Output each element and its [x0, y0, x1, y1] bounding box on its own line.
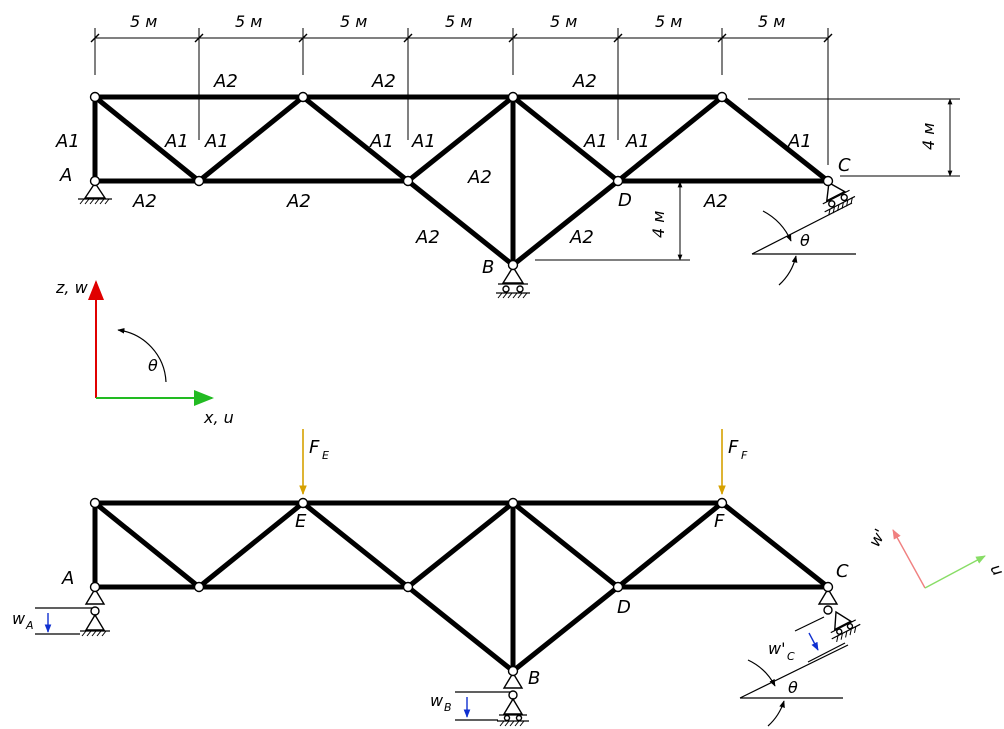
node-a-top: A — [59, 165, 72, 186]
node-c-top: C — [838, 155, 851, 176]
theta-label-bottom: θ — [788, 678, 798, 697]
bottom-truss: F E F F w A — [12, 429, 861, 727]
top-truss: 5 м 5 м 5 м 5 м 5 м 5 м 5 м 4 м 4 м — [55, 12, 960, 299]
coordinate-axes: θ z, w x, u — [55, 278, 234, 427]
label-a1-d6: A1 — [625, 131, 650, 152]
support-b-top — [496, 265, 530, 299]
label-a1-d4: A1 — [411, 131, 436, 152]
label-a1-d7: A1 — [787, 131, 812, 152]
node-b-bottom: B — [528, 668, 540, 689]
dim-label-6: 5 м — [655, 12, 682, 31]
load-fe-letter: F — [309, 437, 320, 458]
joints-top — [89, 91, 834, 271]
node-d-bottom: D — [617, 597, 631, 618]
label-a2-bot-1: A2 — [132, 191, 157, 212]
node-e-bottom: E — [295, 511, 307, 532]
support-b-bottom: w B — [430, 671, 529, 727]
load-fe-sub: E — [322, 449, 329, 462]
members-bottom — [92, 500, 831, 674]
dim-height-mid: 4 м — [649, 211, 668, 238]
x-axis-label: x, u — [203, 408, 234, 427]
node-f-bottom: F — [714, 511, 725, 532]
node-b-top: B — [482, 257, 494, 278]
label-a1-vert: A1 — [55, 131, 80, 152]
theta-label-axes: θ — [148, 356, 158, 375]
wa-letter: w — [12, 609, 26, 628]
section-labels: A2 A2 A2 A1 A1 A1 A1 A1 A1 A1 A1 A2 A2 A… — [55, 71, 812, 248]
label-a2-low-2: A2 — [569, 227, 594, 248]
label-a2-bot-2: A2 — [286, 191, 311, 212]
dimension-labels: 5 м 5 м 5 м 5 м 5 м 5 м 5 м 4 м 4 м — [130, 12, 938, 238]
dim-height-right: 4 м — [919, 123, 938, 150]
label-a2-top-1: A2 — [213, 71, 238, 92]
angle-indicator-top: θ — [751, 202, 856, 286]
dim-label-5: 5 м — [550, 12, 577, 31]
z-axis-label: z, w — [55, 278, 89, 297]
dim-label-1: 5 м — [130, 12, 157, 31]
node-labels-bottom: A B C D E F — [61, 511, 849, 689]
dim-label-4: 5 м — [445, 12, 472, 31]
wc-letter: w' — [768, 639, 785, 658]
members-top — [92, 94, 831, 268]
loads: F E F F — [299, 429, 748, 495]
wa-sub: A — [25, 619, 34, 632]
node-c-bottom: C — [836, 561, 849, 582]
support-c-bottom: w' C θ — [739, 587, 861, 727]
dim-label-2: 5 м — [235, 12, 262, 31]
dim-label-3: 5 м — [340, 12, 367, 31]
dimension-lines — [90, 28, 960, 261]
node-a-bottom: A — [61, 568, 74, 589]
label-a1-d1: A1 — [164, 131, 189, 152]
dim-label-7: 5 м — [758, 12, 785, 31]
load-ff-sub: F — [741, 449, 748, 462]
node-labels-top: A B C D — [59, 155, 851, 278]
local-axes: w' u — [865, 526, 1004, 589]
load-ff-letter: F — [728, 437, 739, 458]
label-a2-top-2: A2 — [371, 71, 396, 92]
support-a-top — [78, 181, 112, 205]
wb-sub: B — [444, 701, 452, 714]
u-label: u — [986, 561, 1004, 579]
label-a1-d5: A1 — [583, 131, 608, 152]
wb-letter: w — [430, 691, 444, 710]
label-a2-bot-3: A2 — [703, 191, 728, 212]
label-a2-top-3: A2 — [572, 71, 597, 92]
w-prime-label: w' — [865, 526, 890, 550]
theta-label-top: θ — [800, 231, 810, 250]
label-a2-vert: A2 — [467, 167, 492, 188]
node-d-top: D — [618, 190, 632, 211]
label-a2-low-1: A2 — [415, 227, 440, 248]
label-a1-d3: A1 — [369, 131, 394, 152]
joints-bottom — [89, 497, 834, 677]
support-a-bottom: w A — [12, 587, 110, 637]
label-a1-d2: A1 — [204, 131, 229, 152]
wc-sub: C — [787, 650, 795, 663]
